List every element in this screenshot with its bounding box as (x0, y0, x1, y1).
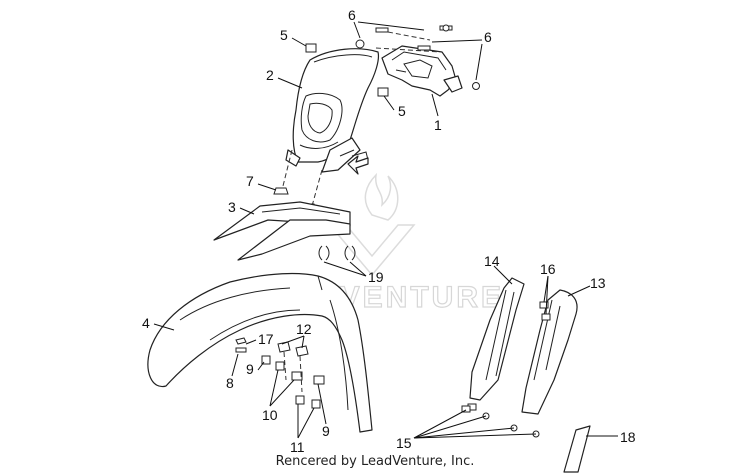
callout-4: 4 (142, 315, 150, 331)
callout-6-left: 6 (348, 7, 356, 23)
callout-11: 11 (290, 439, 305, 455)
callout-17: 17 (258, 331, 274, 347)
callout-9-upper: 9 (246, 361, 254, 377)
callout-19: 19 (368, 269, 384, 285)
callout-3: 3 (228, 199, 236, 215)
part-reflector-strip (563, 425, 591, 473)
callout-12: 12 (296, 321, 312, 337)
callout-10: 10 (262, 407, 278, 423)
part-front-fender (147, 272, 373, 433)
callout-13: 13 (590, 275, 606, 291)
part-clips-19 (318, 245, 356, 261)
footer-credit: Rencered by LeadVenture, Inc. (275, 454, 475, 469)
callout-6-right: 6 (484, 29, 492, 45)
callout-8: 8 (226, 375, 234, 391)
leader-lines (153, 21, 618, 439)
callout-9-lower: 9 (322, 423, 330, 439)
callout-7: 7 (246, 173, 254, 189)
part-mount-struts (213, 201, 351, 261)
part-instrument-bracket (375, 31, 463, 97)
callout-5-upper: 5 (280, 27, 288, 43)
hardware-fender-bolts (235, 337, 325, 409)
callout-18: 18 (620, 429, 636, 445)
hardware-screws-15 (461, 405, 540, 438)
callout-2: 2 (266, 67, 274, 83)
callout-14: 14 (484, 253, 500, 269)
hardware-screws-top (305, 24, 480, 97)
callout-5-lower: 5 (398, 103, 406, 119)
callout-labels: 6 6 5 5 2 1 7 3 19 4 17 12 8 9 10 11 9 1… (142, 7, 636, 455)
direction-arrow (347, 155, 369, 175)
callout-1: 1 (434, 117, 442, 133)
callout-16: 16 (540, 261, 556, 277)
part-fork-guard-right (521, 289, 578, 415)
part-headlight-fairing (285, 48, 380, 173)
callout-15: 15 (396, 435, 412, 451)
